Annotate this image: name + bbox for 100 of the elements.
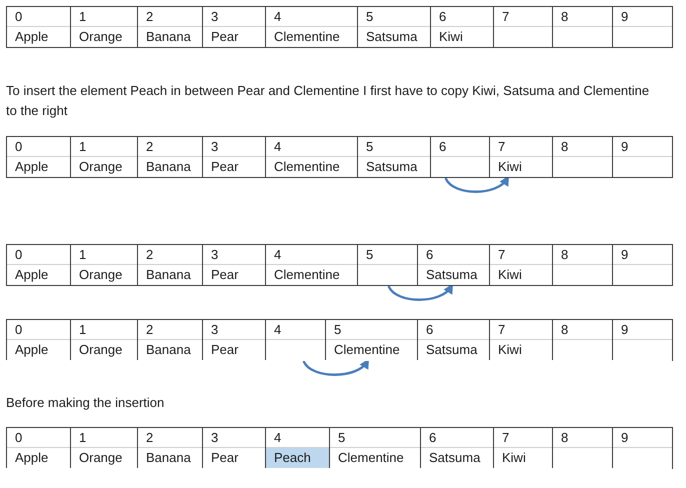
index-number: 8 xyxy=(561,138,568,154)
cell-text: Clementine xyxy=(274,159,340,175)
array-slot xyxy=(265,137,357,177)
cell-text: Clementine xyxy=(274,267,340,283)
array-slot xyxy=(417,245,489,285)
index-number: 5 xyxy=(334,322,342,338)
index-number: 0 xyxy=(15,138,22,154)
note-text: To insert the element Peach in between Pear and Clementine I first have to copy Kiwi, Satsuma and Clementine to the right xyxy=(6,82,650,120)
index-number: 1 xyxy=(79,322,86,338)
index-number: 8 xyxy=(561,8,568,24)
cell-text: Banana xyxy=(146,267,191,283)
array-slot xyxy=(70,428,137,468)
array-slot xyxy=(493,428,552,468)
index-number: 6 xyxy=(426,322,434,338)
array-slot xyxy=(70,7,137,47)
array-slot xyxy=(70,245,137,285)
cell-text: Pear xyxy=(211,342,238,358)
curved-arrow xyxy=(302,358,370,376)
cell-text: Satsuma xyxy=(426,267,478,283)
array-slot xyxy=(202,320,265,360)
cell-text: Apple xyxy=(15,450,48,466)
cell-text: Kiwi xyxy=(498,267,522,283)
array-slot xyxy=(265,428,329,468)
index-number: 6 xyxy=(429,430,436,446)
cell-text: Orange xyxy=(79,267,122,283)
cell-text: Satsuma xyxy=(366,29,418,45)
index-number: 2 xyxy=(146,430,154,446)
cell-text: Apple xyxy=(15,342,48,358)
cell-text: Kiwi xyxy=(498,342,522,358)
index-number: 7 xyxy=(498,246,506,262)
cell-text: Pear xyxy=(211,159,238,175)
array-slot xyxy=(265,245,357,285)
array-slot xyxy=(265,7,357,47)
array-slot xyxy=(137,245,202,285)
array-slot xyxy=(70,137,137,177)
array-slot xyxy=(329,428,420,468)
cell-text: Orange xyxy=(79,29,122,45)
array-slot xyxy=(202,245,265,285)
array-slot xyxy=(6,245,70,285)
cell-text: Orange xyxy=(79,159,122,175)
index-number: 2 xyxy=(146,246,154,262)
cell-text: Peach xyxy=(274,450,311,466)
index-number: 0 xyxy=(15,8,22,24)
array-slot xyxy=(202,137,265,177)
index-number: 6 xyxy=(426,246,434,262)
index-number: 9 xyxy=(621,430,628,446)
index-number: 7 xyxy=(502,8,510,24)
index-number: 7 xyxy=(502,430,510,446)
array-slot xyxy=(612,7,672,47)
array-slot xyxy=(420,428,493,468)
array-slot xyxy=(357,245,417,285)
array-slot xyxy=(357,137,430,177)
index-number: 5 xyxy=(366,246,374,262)
array-table xyxy=(6,136,673,178)
cell-text: Clementine xyxy=(338,450,404,466)
array-table xyxy=(6,6,673,48)
array-slot xyxy=(325,320,417,360)
array-slot xyxy=(202,7,265,47)
array-slot xyxy=(552,137,612,177)
index-number: 2 xyxy=(146,322,154,338)
index-number: 1 xyxy=(79,138,86,154)
cell-text: Apple xyxy=(15,159,48,175)
cell-text: Pear xyxy=(211,267,238,283)
index-number: 6 xyxy=(439,8,446,24)
cell-text: Banana xyxy=(146,159,191,175)
cell-text: Kiwi xyxy=(498,159,522,175)
curved-arrow xyxy=(388,284,454,301)
index-number: 4 xyxy=(274,138,282,154)
index-number: 2 xyxy=(146,8,154,24)
index-number: 8 xyxy=(561,430,568,446)
array-slot xyxy=(489,245,552,285)
array-table xyxy=(6,244,673,286)
index-number: 3 xyxy=(211,8,218,24)
array-slot xyxy=(612,428,672,468)
index-number: 2 xyxy=(146,138,154,154)
index-number: 8 xyxy=(561,246,568,262)
index-number: 9 xyxy=(621,138,628,154)
index-number: 4 xyxy=(274,246,282,262)
index-number: 4 xyxy=(274,322,282,338)
array-slot xyxy=(6,7,70,47)
cell-text: Pear xyxy=(211,29,238,45)
array-slot xyxy=(6,320,70,360)
cell-text: Orange xyxy=(79,342,122,358)
cell-text: Apple xyxy=(15,29,48,45)
note-text: Before making the insertion xyxy=(6,394,164,412)
index-number: 3 xyxy=(211,246,218,262)
index-number: 0 xyxy=(15,430,22,446)
index-number: 3 xyxy=(211,430,218,446)
index-number: 1 xyxy=(79,8,86,24)
index-number: 7 xyxy=(498,322,506,338)
array-slot xyxy=(612,137,672,177)
curved-arrow xyxy=(444,176,510,193)
index-number: 5 xyxy=(338,430,346,446)
array-slot xyxy=(552,428,612,468)
cell-text: Banana xyxy=(146,342,191,358)
array-slot xyxy=(489,320,552,360)
index-number: 9 xyxy=(621,322,628,338)
array-table xyxy=(6,427,673,469)
array-slot xyxy=(612,245,672,285)
cell-text: Satsuma xyxy=(429,450,480,466)
